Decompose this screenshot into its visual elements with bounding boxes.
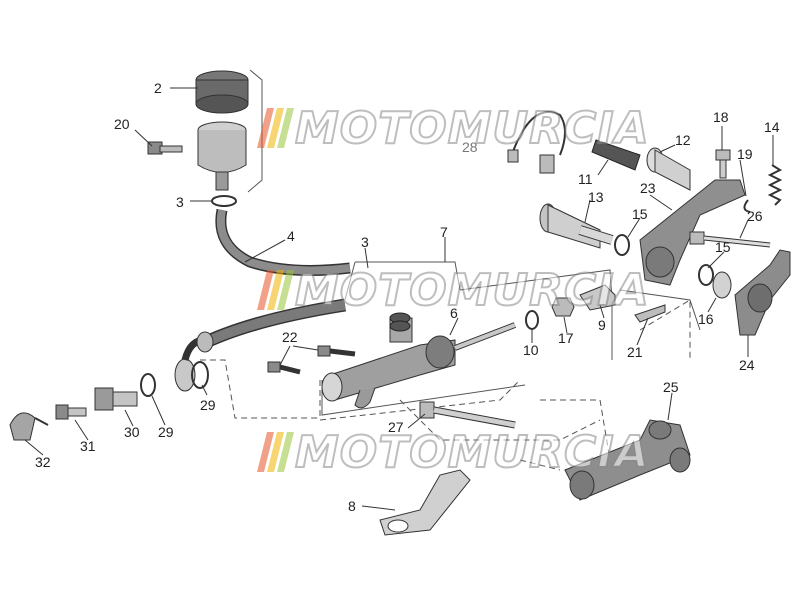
- callout-label: 24: [739, 357, 755, 373]
- watermark-stripes: [257, 432, 294, 472]
- bolt-27: [419, 401, 516, 429]
- leader-lines: [24, 87, 774, 511]
- bracket-8: [379, 469, 471, 536]
- watermark-text: MOTOMURCIA: [294, 426, 650, 479]
- pin-21: [634, 304, 666, 323]
- pin-12: [646, 147, 691, 191]
- washer-16: [712, 271, 732, 299]
- callout-label: 30: [124, 424, 140, 440]
- callout-label: 12: [675, 132, 691, 148]
- callout-label: 29: [158, 424, 174, 440]
- callout-label: 2: [154, 80, 162, 96]
- callout-label: 26: [747, 208, 763, 224]
- boot-6: [389, 312, 411, 332]
- sensor-28: [507, 111, 566, 174]
- callout-label: 28: [462, 139, 478, 155]
- lever-23: [639, 179, 746, 286]
- callout-label: 4: [287, 228, 295, 244]
- callout-label: 13: [588, 189, 604, 205]
- callout-label: 21: [627, 344, 643, 360]
- fluid-reservoir: [197, 121, 247, 191]
- cap-32: [9, 412, 49, 441]
- watermark-stripes: [257, 108, 294, 148]
- spring-14: [767, 164, 783, 206]
- callout-label: 6: [450, 305, 458, 321]
- callout-label: 20: [114, 116, 130, 132]
- arm-24: [734, 249, 791, 336]
- master-cylinder: [321, 317, 517, 409]
- watermark-logo-middle: MOTOMURCIA: [257, 264, 650, 317]
- callout-label: 25: [663, 379, 679, 395]
- nut-17: [551, 297, 575, 317]
- watermark-logo-bottom: MOTOMURCIA: [257, 426, 650, 479]
- hose-4: [215, 208, 351, 276]
- group-brackets: [247, 69, 701, 416]
- watermark-logo-top: MOTOMURCIA: [257, 102, 650, 155]
- callout-label: 7: [440, 224, 448, 240]
- callout-label: 10: [523, 342, 539, 358]
- bolt-26: [689, 231, 771, 248]
- callout-label: 14: [764, 119, 780, 135]
- callout-label: 8: [348, 498, 356, 514]
- bolts-22: [267, 345, 356, 375]
- banjo-bolt-30: [94, 387, 138, 411]
- hose-4-fill: [216, 209, 351, 275]
- callout-label: 11: [578, 171, 593, 187]
- watermark-text: MOTOMURCIA: [294, 264, 650, 317]
- clip-19: [743, 199, 751, 213]
- banjo-fitting: [174, 331, 214, 392]
- callout-label: 3: [361, 234, 369, 250]
- footpeg-13: [539, 203, 614, 249]
- callout-label: 29: [200, 397, 216, 413]
- callout-label: 3: [176, 194, 184, 210]
- washer-29-a: [191, 361, 209, 389]
- oring-15-b: [698, 264, 714, 286]
- clevis-9: [579, 284, 616, 311]
- callout-label: 27: [388, 419, 404, 435]
- callout-label: 9: [598, 317, 606, 333]
- reservoir-cap: [195, 70, 249, 114]
- bolt-18: [715, 149, 731, 179]
- washer-29-b: [140, 373, 156, 397]
- callout-label: 17: [558, 330, 574, 346]
- clamp-3-top: [211, 195, 237, 207]
- callout-label: 23: [640, 180, 656, 196]
- callout-label: 31: [80, 438, 96, 454]
- rubber-11: [591, 139, 641, 171]
- callout-label: 18: [713, 109, 729, 125]
- watermark-text: MOTOMURCIA: [294, 102, 650, 155]
- watermark-stripes: [257, 270, 294, 310]
- callout-label: 19: [737, 146, 753, 162]
- callout-label: 15: [632, 206, 648, 222]
- bleeder-31: [55, 404, 87, 420]
- bolt-20: [147, 141, 183, 155]
- oring-15-a: [614, 234, 630, 256]
- callout-label: 16: [698, 311, 714, 327]
- callout-label: 22: [282, 329, 298, 345]
- callout-label: 15: [715, 239, 731, 255]
- oring-10: [525, 310, 539, 330]
- footpeg-bracket-25: [564, 419, 691, 501]
- callout-label: 32: [35, 454, 51, 470]
